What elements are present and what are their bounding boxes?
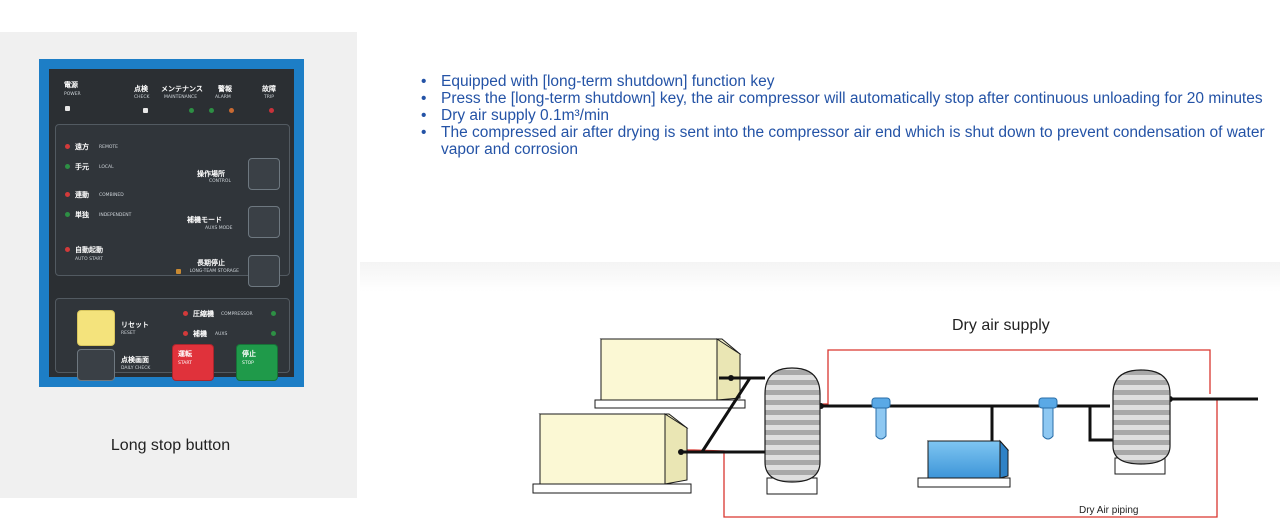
auxs-mode-button[interactable] (248, 206, 280, 238)
local-led (65, 164, 70, 169)
check-led (143, 108, 148, 113)
bullet-item: Equipped with [long-term shutdown] funct… (418, 73, 1280, 90)
trip-led (269, 108, 274, 113)
control-panel-image: 電源 POWER 点検 CHECK メンテナンス MAINTENANCE 警報 … (39, 59, 304, 387)
start-label-jp: 運転 (178, 350, 192, 358)
daily-check-button[interactable] (77, 349, 115, 381)
long-stop-button[interactable] (248, 255, 280, 287)
black-pipe-network (682, 376, 1258, 454)
status-alarm-en: ALARM (215, 95, 231, 100)
combined-led (65, 192, 70, 197)
bullet-item: The compressed air after drying is sent … (418, 124, 1280, 158)
auto-start-label-en: AUTO START (75, 257, 103, 262)
control-label-jp: 操作場所 (197, 170, 225, 178)
bullet-item: Dry air supply 0.1m³/min (418, 107, 1280, 124)
auxs-run-led (271, 331, 276, 336)
remote-label-jp: 遠方 (75, 143, 89, 151)
daily-check-label-jp: 点検画面 (121, 356, 149, 364)
control-button[interactable] (248, 158, 280, 190)
compressor-unit-front (532, 413, 692, 494)
compressor-label-en: COMPRESSOR (221, 312, 253, 317)
independent-led (65, 212, 70, 217)
auto-start-led (65, 247, 70, 252)
status-maintenance-jp: メンテナンス (161, 85, 203, 93)
maintenance-led-2 (209, 108, 214, 113)
combined-label-en: COMBINED (99, 193, 124, 198)
long-stop-led (176, 269, 181, 274)
auxs-led (183, 331, 188, 336)
independent-label-jp: 単独 (75, 211, 89, 219)
long-stop-label-en: LONG-TEAM STORAGE (189, 269, 239, 274)
bullet-item: Press the [long-term shutdown] key, the … (418, 90, 1280, 107)
start-button[interactable]: 運転 START (172, 344, 214, 381)
independent-label-en: INDEPENDENT (99, 213, 132, 218)
power-label-jp: 電源 (64, 81, 78, 89)
air-receiver-tank-2 (1112, 369, 1171, 475)
mode-section (55, 124, 290, 276)
status-alarm-jp: 警報 (218, 85, 232, 93)
status-check-en: CHECK (134, 95, 150, 100)
status-trip-jp: 故障 (262, 85, 276, 93)
power-label-en: POWER (64, 92, 81, 97)
alarm-led (229, 108, 234, 113)
auxs-mode-label-jp: 補機モード (187, 216, 222, 224)
compressor-led (183, 311, 188, 316)
auxs-label-jp: 補機 (193, 330, 207, 338)
red-pipe-upper (823, 349, 1211, 405)
compressor-run-led (271, 311, 276, 316)
control-label-en: CONTROL (209, 179, 231, 184)
stop-label-jp: 停止 (242, 350, 256, 358)
reset-button[interactable] (77, 310, 115, 346)
start-label-en: START (178, 361, 192, 366)
local-label-jp: 手元 (75, 163, 89, 171)
long-stop-label-jp: 長期停止 (197, 259, 225, 267)
control-panel-face: 電源 POWER 点検 CHECK メンテナンス MAINTENANCE 警報 … (49, 69, 294, 381)
red-pipe-lower (681, 400, 1218, 518)
auxs-label-en: AUXS (215, 332, 228, 337)
status-trip-en: TRIP (264, 95, 274, 100)
stop-button[interactable]: 停止 STOP (236, 344, 278, 381)
feature-list: Equipped with [long-term shutdown] funct… (418, 73, 1280, 158)
remote-led (65, 144, 70, 149)
line-filter-1 (871, 397, 891, 440)
local-label-en: LOCAL (99, 165, 114, 170)
air-dryer-unit (917, 439, 1011, 488)
compressor-unit-back (594, 338, 746, 409)
auxs-mode-label-en: AUXS MODE (205, 226, 233, 231)
status-maintenance-en: MAINTENANCE (164, 95, 198, 100)
reset-label-en: RESET (121, 331, 136, 336)
auto-start-label-jp: 自動起動 (75, 246, 103, 254)
stop-label-en: STOP (242, 361, 254, 366)
line-filter-2 (1038, 397, 1058, 440)
status-check-jp: 点検 (134, 85, 148, 93)
panel-caption: Long stop button (110, 437, 231, 454)
daily-check-label-en: DAILY CHECK (121, 366, 151, 371)
dry-air-piping-label: Dry Air piping (1079, 505, 1139, 516)
diagram-title: Dry air supply (952, 317, 1050, 334)
power-led (65, 106, 70, 111)
combined-label-jp: 連動 (75, 191, 89, 199)
maintenance-led (189, 108, 194, 113)
compressor-label-jp: 圧縮機 (193, 310, 214, 318)
remote-label-en: REMOTE (99, 145, 118, 150)
reset-label-jp: リセット (121, 321, 149, 329)
air-receiver-tank-1 (764, 367, 821, 495)
